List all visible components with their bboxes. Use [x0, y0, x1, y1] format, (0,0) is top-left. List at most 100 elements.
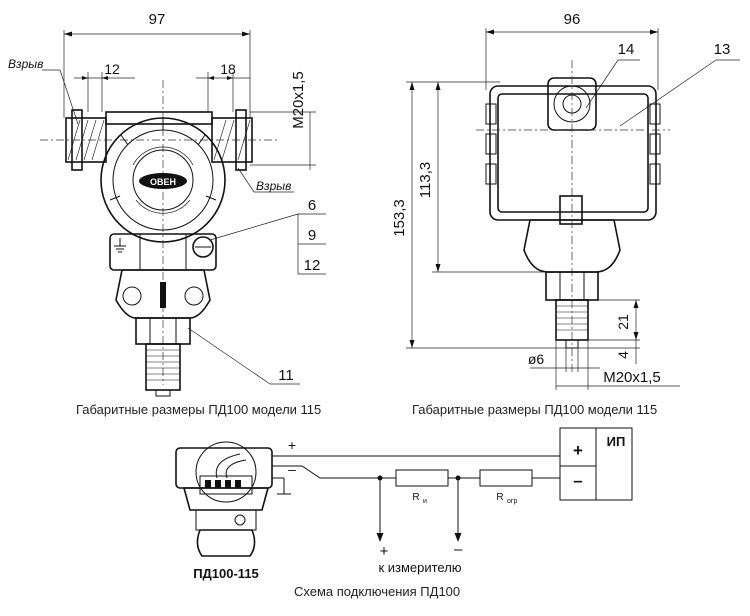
dim-arrow	[208, 76, 214, 80]
seal-lever	[160, 282, 166, 308]
wire-plus-label: +	[288, 437, 296, 453]
arrow-down-icon	[454, 533, 462, 542]
internal-wire	[215, 453, 241, 479]
meter-plus-label: +	[380, 543, 389, 560]
leader-line	[59, 69, 79, 125]
resistor-rogr-label: R	[496, 492, 503, 503]
callout-9: 9	[308, 227, 316, 244]
transmitter-head	[175, 447, 273, 489]
resistor-rogr	[479, 469, 533, 487]
device-label: ПД100-115	[193, 566, 259, 581]
transmitter-bottom	[196, 529, 256, 557]
fin	[485, 163, 497, 185]
dim-arrow	[435, 82, 441, 90]
resistor-ri	[395, 469, 449, 487]
dim-arrow	[409, 340, 415, 348]
terminal-screws	[205, 480, 241, 488]
side-thread-hatch	[556, 305, 588, 331]
cable-gland-ring	[553, 85, 591, 123]
dim-arrow	[64, 31, 72, 37]
resistor-rogr-sub: огр	[507, 498, 517, 505]
leader-line	[585, 59, 619, 109]
thread-hatch	[146, 349, 180, 381]
wiring-diagram: ПД100-115 + – R и R огр + – к измерителю…	[175, 427, 633, 581]
callout-14: 14	[618, 41, 635, 58]
leader-line	[237, 167, 255, 193]
transmitter-body	[182, 487, 270, 511]
callout-6: 6	[308, 197, 316, 214]
dim-arrow	[650, 29, 658, 35]
fin	[649, 133, 661, 155]
resistor-ri-label: R	[412, 492, 419, 503]
boss-left	[122, 286, 142, 306]
dim-arrow	[633, 300, 639, 308]
cover-screw	[559, 195, 583, 225]
dim-arrow	[633, 332, 639, 340]
side-fitting-tip	[565, 339, 579, 349]
side-view: 96 14 13	[391, 11, 740, 390]
label-vzryv-right: Взрыв	[256, 179, 291, 193]
caption-side-view: Габаритные размеры ПД100 модели 115	[412, 402, 658, 417]
leader-line	[209, 213, 299, 241]
supply-plus-label: +	[573, 441, 583, 460]
body-top-bar	[105, 111, 213, 125]
housing-inner	[132, 149, 194, 211]
dim-label-18: 18	[220, 61, 236, 77]
caption-wiring: Схема подключения ПД100	[294, 584, 461, 599]
rib	[120, 134, 129, 146]
dim-arrow	[486, 29, 494, 35]
transmitter-neck	[195, 509, 257, 531]
callout-11: 11	[278, 367, 294, 384]
dim-label-4: 4	[615, 351, 631, 359]
label-vzryv-left: Взрыв	[8, 57, 43, 71]
dim-arrow	[227, 76, 233, 80]
dim-arrow	[82, 76, 88, 80]
leader-line	[619, 59, 717, 127]
dim-label-113: 113,3	[417, 162, 434, 198]
leader-line	[187, 327, 271, 385]
dim-arrow	[102, 76, 108, 80]
oven-logo: ОВЕН	[132, 146, 194, 214]
fin	[649, 163, 661, 185]
ground-terminal-icon	[114, 238, 126, 253]
supply-minus-label: –	[573, 471, 582, 490]
fin	[485, 133, 497, 155]
ground-icon	[272, 477, 291, 495]
dim-arrow	[242, 31, 250, 37]
dim-label-97: 97	[149, 11, 166, 28]
arrow-down-icon	[376, 533, 384, 542]
dim-label-d6: ø6	[528, 351, 545, 367]
rib	[205, 195, 217, 201]
boss-right	[184, 286, 204, 306]
dim-label-21: 21	[615, 314, 631, 330]
terminal-compartment	[195, 441, 257, 503]
rib	[109, 195, 121, 201]
internal-wire	[225, 459, 247, 479]
callout-13: 13	[714, 41, 731, 58]
side-housing	[489, 85, 657, 221]
locking-screw	[192, 236, 214, 258]
dim-arrow	[435, 264, 441, 272]
svg-text:ОВЕН: ОВЕН	[150, 177, 176, 187]
fitting-tip	[155, 389, 171, 397]
thread-fitting	[145, 343, 181, 391]
wire-minus-label: –	[288, 461, 296, 477]
meter-minus-label: –	[454, 541, 463, 558]
thread-label-top: M20x1,5	[290, 71, 307, 129]
side-housing-inner	[497, 93, 649, 213]
callout-12: 12	[304, 257, 321, 274]
caption-front-view: Габаритные размеры ПД100 модели 115	[76, 402, 322, 417]
thread-label-bottom: M20x1,5	[603, 369, 661, 386]
dim-arrow	[409, 82, 415, 90]
front-view: 97 12 18 M20x1,5 Взрыв Взрыв	[8, 11, 326, 397]
dim-label-12: 12	[104, 61, 120, 77]
fin	[485, 103, 497, 125]
rib	[197, 134, 206, 146]
terminal-screw-icon	[234, 514, 246, 526]
resistor-ri-sub: и	[423, 498, 427, 505]
dim-label-96: 96	[564, 11, 581, 28]
meter-label: к измерителю	[378, 560, 461, 575]
supply-label: ИП	[607, 434, 626, 449]
dim-label-153: 153,3	[391, 199, 408, 237]
